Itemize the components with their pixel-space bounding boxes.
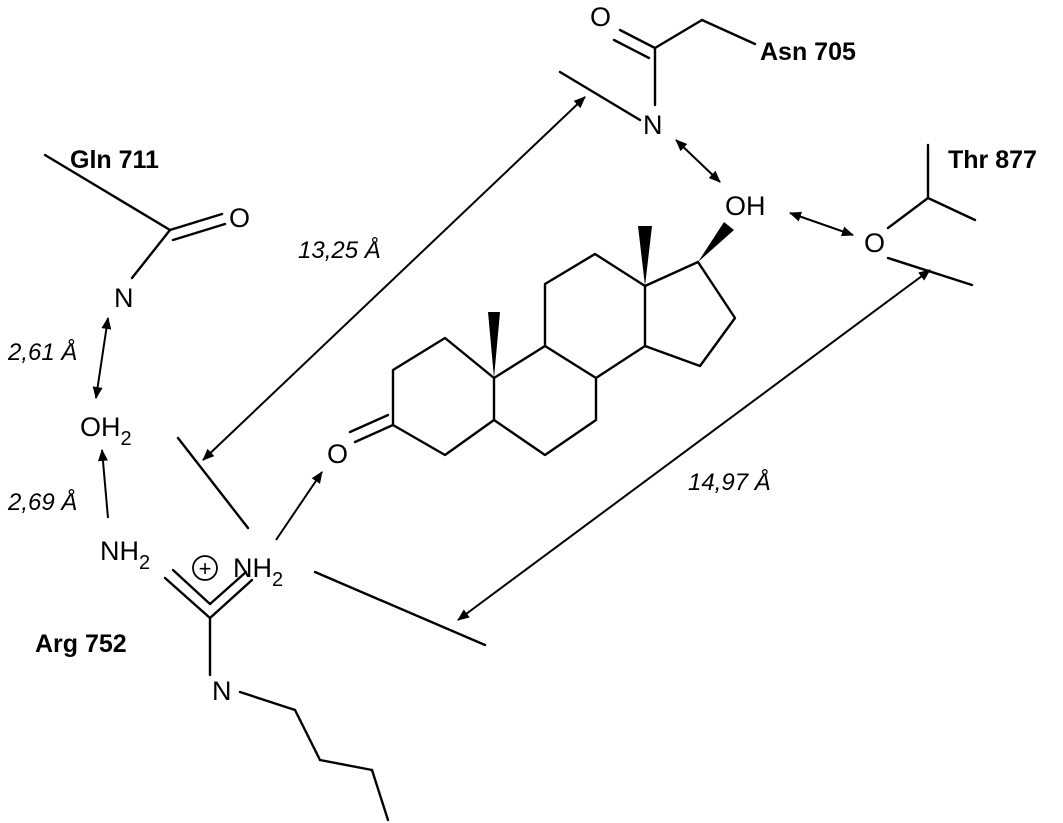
asn-arg-distance-arrow xyxy=(202,96,586,461)
distance-gln-water: 2,61 Å xyxy=(7,338,77,366)
residue-thr-877: Thr 877 xyxy=(948,146,1037,174)
asn-amide-nitrogen: N xyxy=(643,110,663,140)
water-oxygen: OH2 xyxy=(80,412,132,450)
residue-arg-752: Arg 752 xyxy=(35,630,127,658)
arg-nh2-right: NH2 xyxy=(233,553,283,591)
gln-711-fragment xyxy=(43,153,227,280)
arg-nitrogen: N xyxy=(212,676,232,706)
distance-water-arg: 2,69 Å xyxy=(7,488,77,516)
distance-labels: 13,25 Å 2,61 Å 2,69 Å 14,97 Å xyxy=(7,236,771,516)
thr-arg-distance-arrow xyxy=(457,269,931,621)
arg-ketone-arrow xyxy=(275,471,323,541)
asn-oh-hbond-arrow xyxy=(675,139,721,183)
steroid-ligand xyxy=(348,222,737,457)
distance-asn-arg: 13,25 Å xyxy=(298,236,381,264)
steroid-ketone-oxygen: O xyxy=(327,439,348,469)
interaction-arrows xyxy=(92,96,931,621)
residue-gln-711: Gln 711 xyxy=(70,146,159,174)
arg-nh2-left: NH2 xyxy=(100,536,150,574)
gln-carbonyl-oxygen: O xyxy=(229,203,250,233)
gln-amide-nitrogen: N xyxy=(114,283,134,313)
positive-charge-sign: + xyxy=(199,556,212,581)
thr-hydroxyl-oxygen: O xyxy=(864,228,885,258)
distance-thr-arg: 14,97 Å xyxy=(688,468,771,496)
oh-thr-hbond-arrow xyxy=(789,211,854,237)
arg-752-fragment xyxy=(163,436,487,822)
asn-carbonyl-oxygen: O xyxy=(590,2,611,32)
residue-labels: Asn 705 Gln 711 Thr 877 Arg 752 xyxy=(35,38,1037,658)
arg-water-arrow xyxy=(97,449,109,519)
residue-asn-705: Asn 705 xyxy=(760,38,856,66)
steroid-hydroxyl: OH xyxy=(725,191,766,221)
asn-705-fragment xyxy=(558,18,757,122)
atom-labels: O N O N OH2 OH O O NH2 NH2 N + xyxy=(80,2,885,706)
positive-charge-circle xyxy=(192,555,218,581)
gln-water-arrow xyxy=(92,317,112,399)
